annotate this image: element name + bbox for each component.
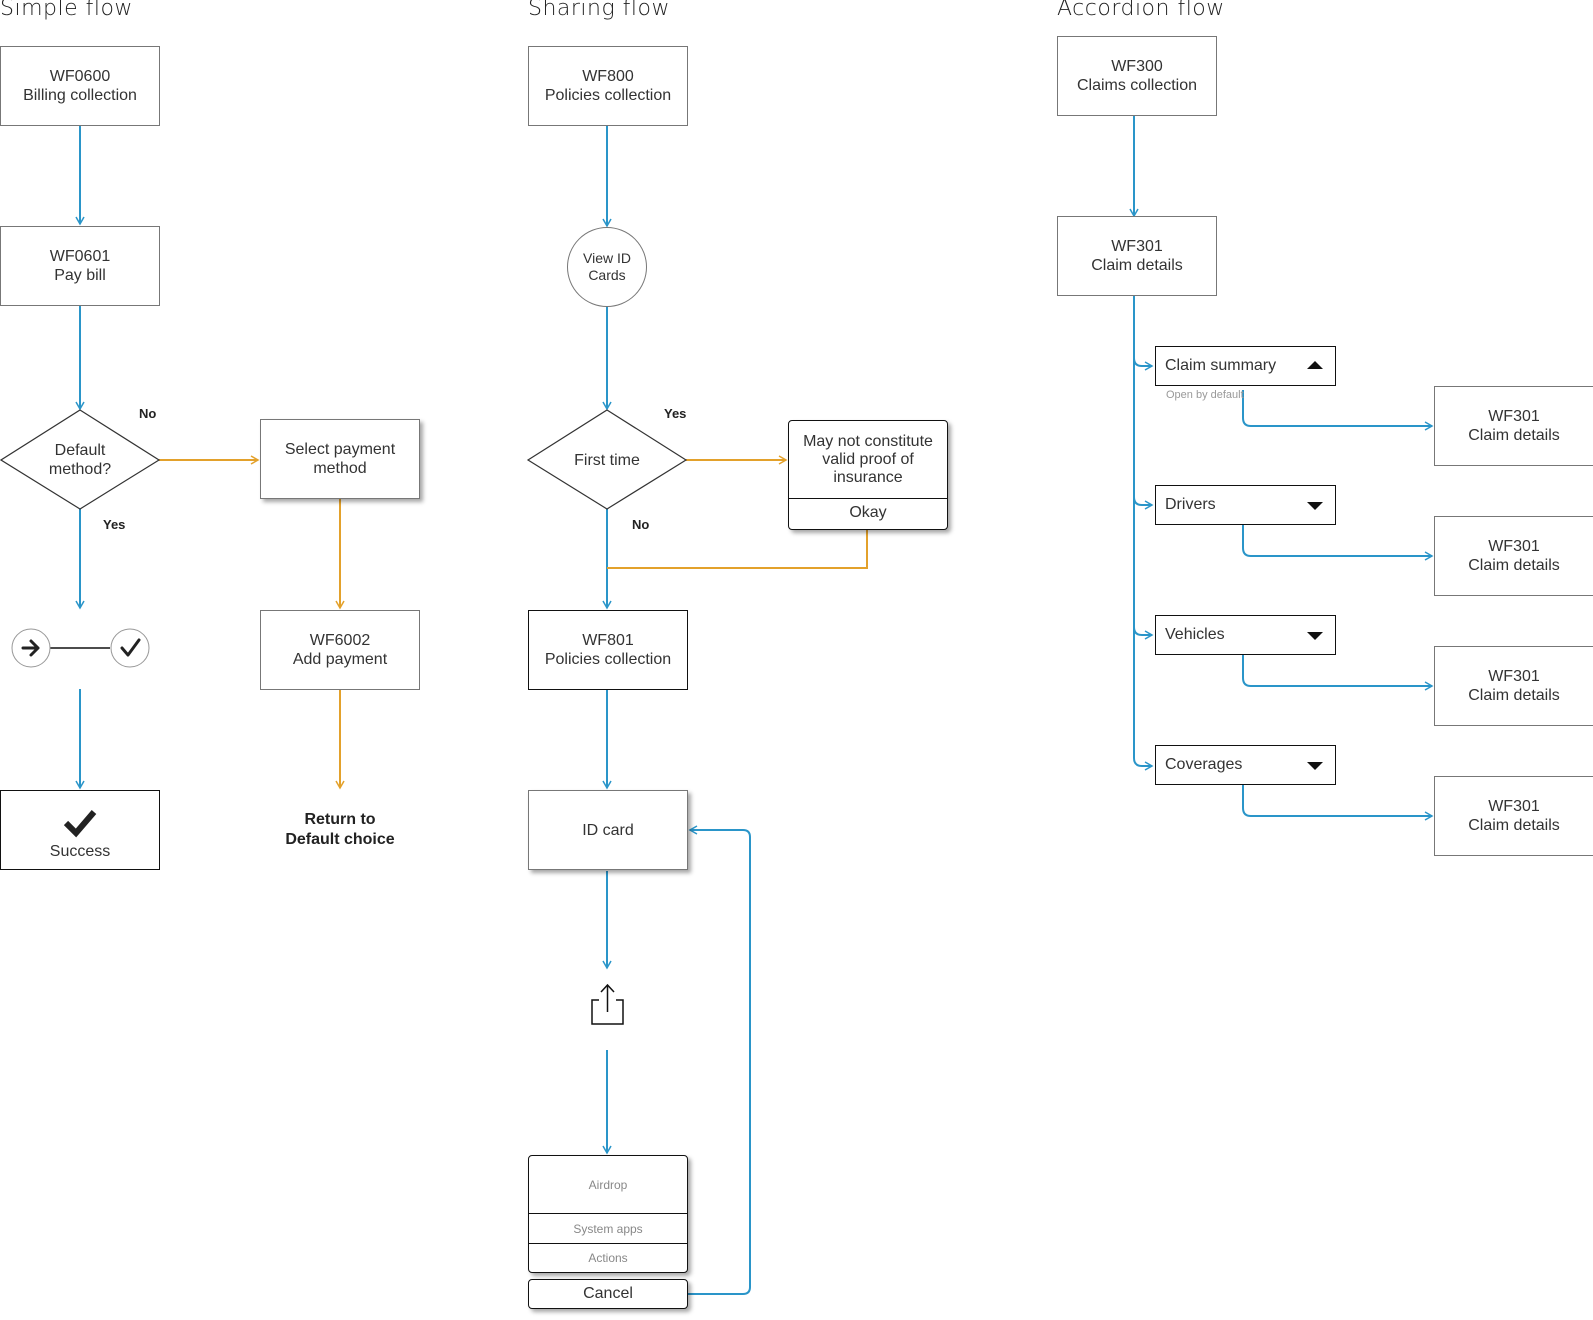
dialog-message: May not constitute valid proof of insura…	[789, 421, 947, 499]
dialog-line-3: insurance	[833, 468, 903, 486]
node-label: Billing collection	[23, 87, 137, 104]
node-line-1: Select payment	[284, 441, 396, 458]
accordion-flow-title: Accordion flow	[1057, 0, 1225, 21]
accordion-label: Coverages	[1165, 756, 1243, 773]
accordion-label: Vehicles	[1165, 626, 1225, 643]
share-icon	[591, 983, 624, 1025]
node-line-1: View ID	[583, 250, 631, 266]
share-option-actions[interactable]: Actions	[588, 1251, 628, 1265]
note-line-2: Default choice	[285, 831, 395, 848]
decision-line-1: Default	[54, 442, 106, 459]
caret-down-icon	[1307, 502, 1323, 510]
node-label: Claims collection	[1076, 77, 1198, 94]
share-option-airdrop[interactable]: Airdrop	[529, 1156, 687, 1214]
edge-label-no: No	[632, 517, 650, 532]
node-id-card[interactable]: ID card	[528, 790, 688, 870]
accordion-drivers[interactable]: Drivers	[1155, 485, 1336, 525]
node-pay-bill[interactable]: WF0601 Pay bill	[0, 226, 160, 306]
edge-label-yes: Yes	[664, 406, 687, 421]
node-claim-details[interactable]: WF301 Claim details	[1057, 216, 1217, 296]
node-label: Policies collection	[544, 651, 672, 668]
connector-to-claim-summary	[1133, 357, 1154, 371]
checkmark-icon	[120, 638, 141, 657]
node-label: ID card	[582, 821, 634, 839]
connector-summary-to-target	[1242, 390, 1434, 431]
edge-label-no: No	[139, 406, 157, 421]
accordion-label: Drivers	[1165, 496, 1216, 513]
decision-first-time-shape	[526, 409, 688, 510]
node-line-2: method	[313, 460, 367, 477]
caret-down-icon	[1307, 632, 1323, 640]
accordion-claim-summary[interactable]: Claim summary	[1155, 346, 1336, 386]
connector-okay-return	[607, 530, 868, 569]
node-code: WF301	[1488, 408, 1540, 425]
cancel-button[interactable]: Cancel	[528, 1279, 688, 1309]
checkmark-icon	[63, 810, 97, 838]
caret-down-icon	[1307, 762, 1323, 770]
node-policies-collection[interactable]: WF800 Policies collection	[528, 46, 688, 126]
node-billing-collection[interactable]: WF0600 Billing collection	[0, 46, 160, 126]
node-label: Claim details	[1468, 687, 1560, 704]
dialog-line-2: valid proof of	[822, 450, 914, 468]
decision-default-method[interactable]: Default method?	[20, 440, 140, 480]
dialog-line-1: May not constitute	[803, 432, 933, 450]
node-label: Pay bill	[54, 267, 106, 284]
node-policies-collection-2[interactable]: WF801 Policies collection	[528, 610, 688, 690]
connector-coverages-to-target	[1242, 785, 1434, 821]
node-code: WF301	[1488, 798, 1540, 815]
share-sheet: Airdrop System apps Actions	[528, 1155, 688, 1273]
node-code: WF301	[1488, 668, 1540, 685]
okay-button[interactable]: Okay	[849, 504, 887, 521]
node-claims-collection[interactable]: WF300 Claims collection	[1057, 36, 1217, 116]
node-add-payment[interactable]: WF6002 Add payment	[260, 610, 420, 690]
node-code: WF0601	[49, 248, 111, 265]
node-code: WF800	[582, 68, 634, 85]
node-code: WF6002	[309, 632, 371, 649]
connector-details-trunk	[1133, 296, 1154, 771]
decision-first-time[interactable]: First time	[574, 451, 640, 469]
stepper-check-circle	[110, 628, 150, 668]
simple-flow-title: Simple flow	[0, 0, 133, 21]
node-label: Policies collection	[544, 87, 672, 104]
node-code: WF801	[582, 632, 634, 649]
node-label: Success	[49, 843, 111, 860]
node-view-id-cards[interactable]: View ID Cards	[567, 227, 647, 307]
node-code: WF301	[1111, 238, 1163, 255]
accordion-label: Claim summary	[1165, 357, 1277, 374]
insurance-warning-dialog: May not constitute valid proof of insura…	[788, 420, 948, 530]
connector-drivers-to-target	[1242, 525, 1434, 561]
node-claim-details-coverages[interactable]: WF301 Claim details	[1434, 776, 1593, 856]
node-label: Claim details	[1091, 257, 1183, 274]
node-label: Claim details	[1468, 427, 1560, 444]
edge-label-yes: Yes	[103, 517, 126, 532]
accordion-coverages[interactable]: Coverages	[1155, 745, 1336, 785]
node-claim-details-drivers[interactable]: WF301 Claim details	[1434, 516, 1593, 596]
open-by-default-hint: Open by default	[1166, 389, 1244, 401]
accordion-vehicles[interactable]: Vehicles	[1155, 615, 1336, 655]
node-claim-details-vehicles[interactable]: WF301 Claim details	[1434, 646, 1593, 726]
node-select-payment-method[interactable]: Select payment method	[260, 419, 420, 499]
node-label: Add payment	[292, 651, 388, 668]
connector-cancel-return	[688, 825, 751, 1295]
note-line-1: Return to	[304, 811, 376, 828]
caret-up-icon	[1307, 361, 1323, 369]
sharing-flow-title: Sharing flow	[528, 0, 670, 21]
arrow-right-icon	[21, 639, 40, 657]
node-code: WF300	[1111, 58, 1163, 75]
node-line-2: Cards	[588, 267, 626, 283]
node-code: WF0600	[49, 68, 111, 85]
connector-to-vehicles	[1133, 626, 1154, 640]
connector-vehicles-to-target	[1242, 655, 1434, 691]
decision-line-2: method?	[48, 461, 112, 478]
share-option-system-apps[interactable]: System apps	[529, 1214, 687, 1244]
node-label: Claim details	[1468, 817, 1560, 834]
return-to-default-note: Return to Default choice	[260, 810, 420, 850]
node-success[interactable]: Success	[0, 790, 160, 870]
decision-default-method-shape	[0, 409, 161, 510]
connector-to-drivers	[1133, 496, 1154, 510]
node-claim-details-summary[interactable]: WF301 Claim details	[1434, 386, 1593, 466]
node-code: WF301	[1488, 538, 1540, 555]
node-label: Claim details	[1468, 557, 1560, 574]
